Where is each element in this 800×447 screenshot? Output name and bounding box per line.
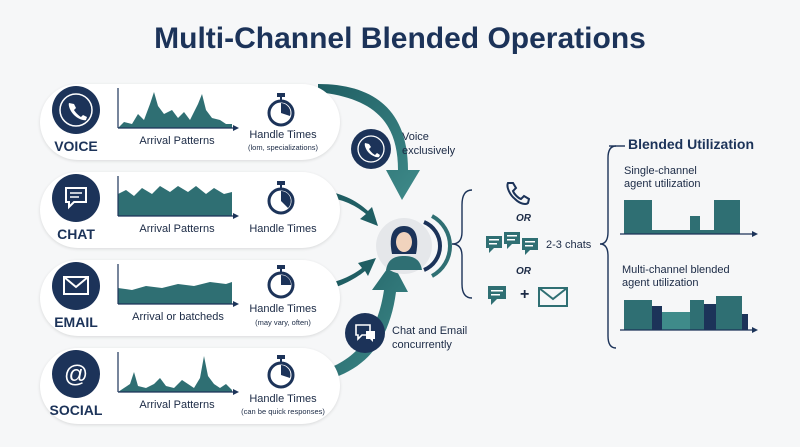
chat-arrival-chart xyxy=(117,176,239,219)
email-handle-sub: (may vary, often) xyxy=(255,318,311,327)
voice-pattern-label: Arrival Patterns xyxy=(139,135,215,147)
chat-handle-label: Handle Times xyxy=(249,223,317,235)
svg-text:@: @ xyxy=(64,361,88,388)
or-label-1: OR xyxy=(516,213,531,224)
social-arrival-chart xyxy=(117,352,239,395)
stopwatch-icon xyxy=(267,355,295,389)
chat-flow-arrow xyxy=(318,190,378,226)
stopwatch-icon xyxy=(267,265,295,299)
chat-email-concurrently-label: Chat and Email concurrently xyxy=(392,325,468,351)
stopwatch-icon xyxy=(267,93,295,127)
chat-bubble-icon xyxy=(488,286,506,305)
social-flow-arrow xyxy=(318,262,408,382)
chats-count-label: 2-3 chats xyxy=(546,239,592,251)
phone-icon xyxy=(52,86,100,134)
email-handle-label: Handle Times xyxy=(249,303,317,315)
channel-label-email: EMAIL xyxy=(54,314,98,330)
channel-label-chat: CHAT xyxy=(57,226,95,242)
blended-utilization-title: Blended Utilization xyxy=(628,136,754,152)
channel-label-voice: VOICE xyxy=(54,138,98,154)
envelope-icon xyxy=(52,262,100,310)
plus-sign: + xyxy=(520,286,530,303)
page-title: Multi-Channel Blended Operations xyxy=(154,22,646,55)
social-pattern-label: Arrival Patterns xyxy=(139,399,215,411)
voice-handle-label: Handle Times xyxy=(249,129,317,141)
voice-exclusively-label: Voice exclusively xyxy=(402,131,456,157)
at-sign-icon: @ xyxy=(52,350,100,398)
voice-flow-arrow xyxy=(318,84,420,200)
blended-bracket xyxy=(599,145,617,349)
multi-channel-utilization-chart xyxy=(620,296,758,333)
email-pattern-label: Arrival or batcheds xyxy=(132,311,224,323)
multi-channel-label: Multi-channel blended agent utilization xyxy=(622,264,730,289)
voice-arrival-chart xyxy=(117,88,239,131)
agent-avatar-icon xyxy=(376,214,452,278)
stopwatch-icon xyxy=(267,181,295,215)
social-handle-sub: (can be quick responses) xyxy=(241,407,325,416)
single-channel-label: Single-channel agent utilization xyxy=(624,165,701,190)
chat-pattern-label: Arrival Patterns xyxy=(139,223,215,235)
single-channel-utilization-chart xyxy=(620,200,758,237)
social-handle-label: Handle Times xyxy=(249,393,317,405)
voice-handle-sub: (lom, specializations) xyxy=(247,143,319,152)
email-arrival-chart xyxy=(117,264,239,307)
or-label-2: OR xyxy=(516,266,531,277)
chat-bubble-icon xyxy=(52,174,100,222)
chat-bubble-icon xyxy=(345,313,385,353)
envelope-icon xyxy=(538,287,568,307)
channel-label-social: SOCIAL xyxy=(49,402,103,418)
options-bracket xyxy=(451,189,473,299)
phone-icon xyxy=(506,182,530,205)
phone-icon xyxy=(351,129,391,169)
chat-bubbles-icon xyxy=(486,232,538,255)
